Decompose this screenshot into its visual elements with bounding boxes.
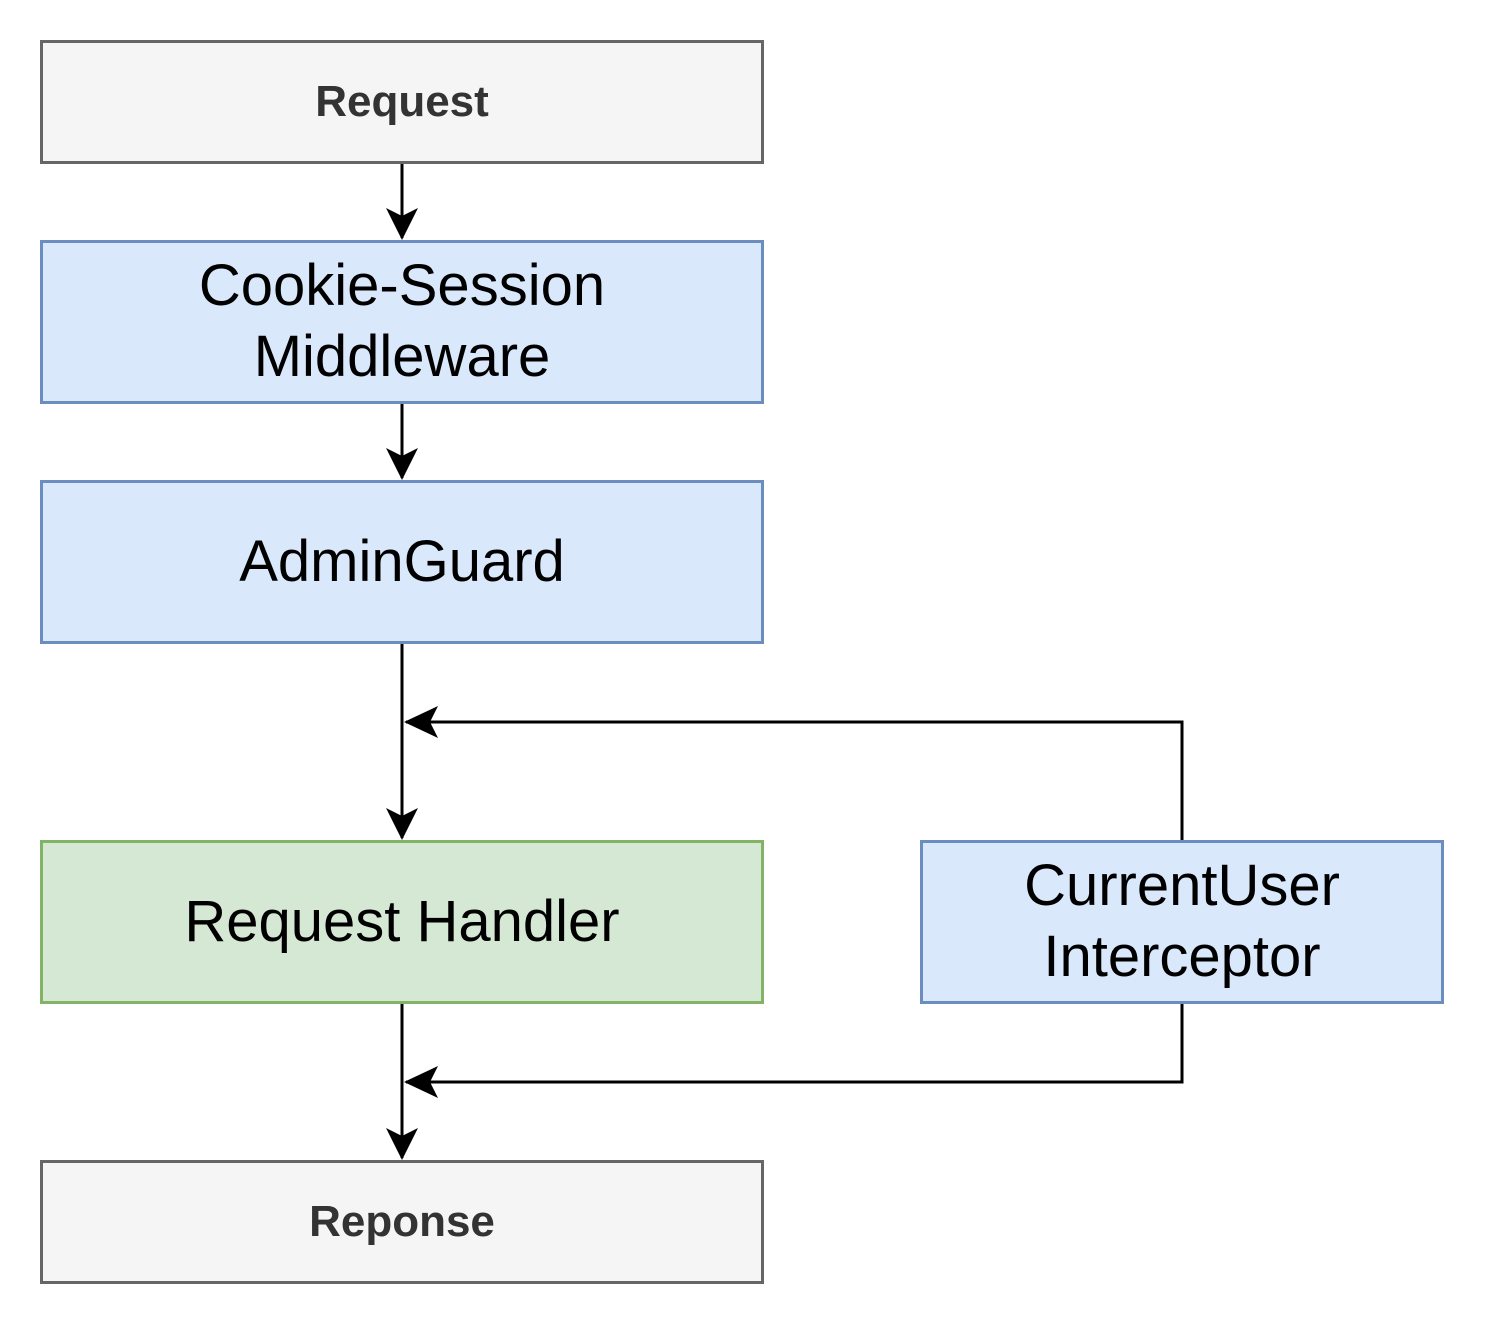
edge-current-user-to-incoming <box>406 720 1184 840</box>
arrowhead-response <box>386 1128 418 1160</box>
arrowhead-current-user-incoming <box>404 706 438 738</box>
response-node: Reponse <box>40 1160 764 1284</box>
current-user-interceptor-node: CurrentUser Interceptor <box>920 840 1444 1004</box>
edge-current-user-to-outgoing <box>406 1004 1184 1084</box>
arrowhead-current-user-outgoing <box>404 1066 438 1098</box>
arrowhead-request-handler <box>386 808 418 840</box>
arrowhead-admin-guard <box>386 448 418 480</box>
cookie-session-middleware-node: Cookie-Session Middleware <box>40 240 764 404</box>
admin-guard-node: AdminGuard <box>40 480 764 644</box>
request-handler-node: Request Handler <box>40 840 764 1004</box>
arrowhead-cookie-session <box>386 208 418 240</box>
request-node: Request <box>40 40 764 164</box>
